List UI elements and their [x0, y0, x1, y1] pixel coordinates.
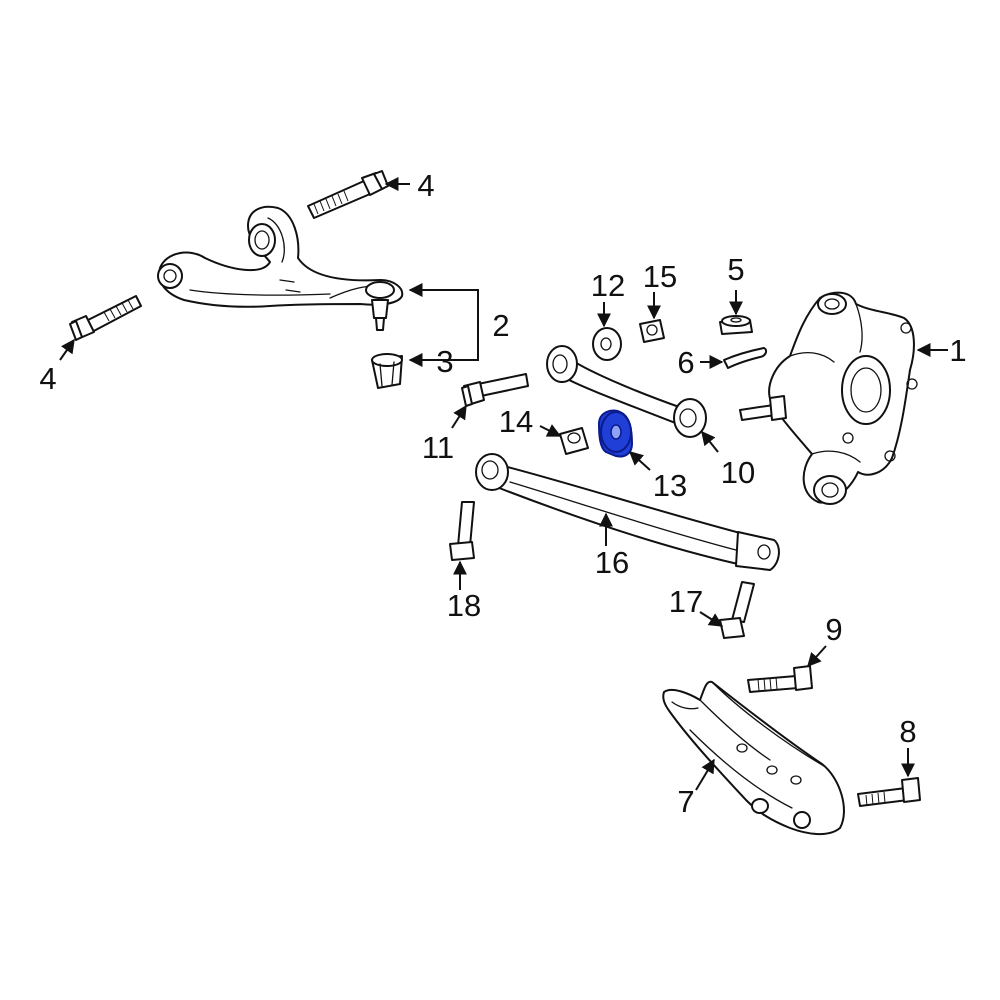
bolt-4-upper[interactable]: [307, 170, 389, 219]
callout-12: 12: [591, 268, 625, 303]
nut-14[interactable]: [559, 427, 589, 455]
callout-16: 16: [595, 545, 629, 580]
callout-6: 6: [677, 345, 694, 380]
bolt-9[interactable]: [747, 665, 813, 693]
cotter-pin-6[interactable]: [723, 347, 768, 369]
callout-8: 8: [899, 714, 916, 749]
callout-10: 10: [721, 455, 755, 490]
bushing-13-highlighted[interactable]: [597, 409, 634, 458]
lower-control-arm-7[interactable]: [662, 680, 845, 835]
leader-lines: [59, 177, 948, 791]
callout-4-upper: 4: [417, 168, 434, 203]
callout-1: 1: [949, 333, 966, 368]
bolt-18[interactable]: [449, 501, 475, 561]
washer-12[interactable]: [592, 327, 622, 361]
callout-5: 5: [727, 252, 744, 287]
bolt-4-left[interactable]: [69, 295, 142, 341]
callout-3: 3: [436, 344, 453, 379]
link-16[interactable]: [475, 453, 780, 571]
callout-7: 7: [677, 784, 694, 819]
callout-9: 9: [825, 612, 842, 647]
lateral-link-10[interactable]: [546, 345, 707, 438]
nut-15[interactable]: [639, 319, 665, 343]
upper-control-arm[interactable]: [157, 205, 404, 331]
callout-labels: 1 2 3 4 4 5 6 7 8 9 10 11 12 13 14 15 16…: [39, 168, 966, 819]
nut-5[interactable]: [719, 315, 753, 335]
knuckle-1[interactable]: [739, 291, 918, 505]
callout-11: 11: [422, 430, 454, 465]
bolt-8[interactable]: [857, 777, 921, 807]
callout-13: 13: [653, 468, 687, 503]
callout-14: 14: [499, 404, 533, 439]
callout-18: 18: [447, 588, 481, 623]
callout-15: 15: [643, 259, 677, 294]
callout-17: 17: [669, 584, 703, 619]
nut-3[interactable]: [371, 353, 403, 389]
callout-2: 2: [492, 308, 509, 343]
callout-4-left: 4: [39, 361, 56, 396]
bolt-17[interactable]: [719, 581, 755, 639]
bolt-11[interactable]: [461, 373, 529, 407]
